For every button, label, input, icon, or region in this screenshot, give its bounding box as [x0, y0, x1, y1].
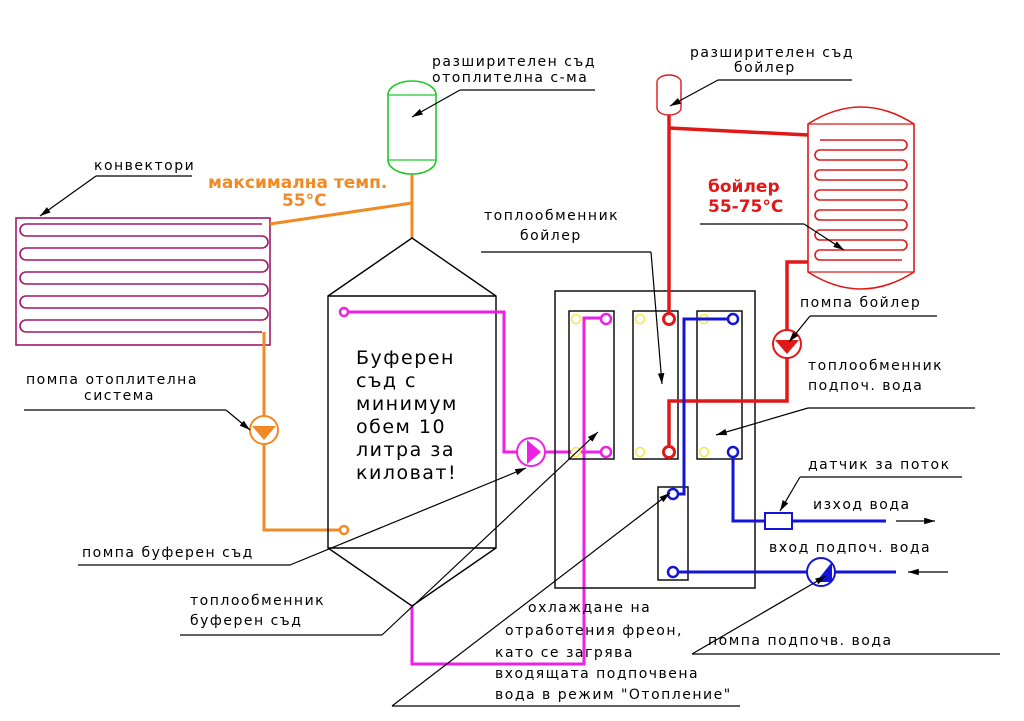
heating-pump-label-1: помпа отоплителна: [26, 372, 198, 388]
freon-subcooler: [657, 486, 689, 581]
hx-buffer-label-1: топлообменник: [190, 593, 325, 609]
unused-ports: [570, 313, 710, 458]
makeup-water-pump[interactable]: [806, 557, 836, 587]
heating-expansion-callout: разширителен съд отоплителна с-ма: [411, 54, 596, 118]
hx-makeup-label-2: подпоч. вода: [808, 378, 923, 394]
boiler-expansion-label-1: разширителен съд: [690, 45, 854, 61]
svg-text:охлаждане на: охлаждане на: [528, 600, 651, 616]
boiler-temperature: 55-75°C: [708, 197, 783, 217]
convector-body: [15, 217, 271, 346]
boiler-title: бойлер: [708, 177, 780, 197]
boiler-expansion-label-2: бойлер: [734, 60, 796, 76]
boiler-coil: [814, 139, 908, 261]
svg-text:като се загрява: като се загрява: [495, 645, 634, 661]
makeup-in-label: вход подпоч. вода: [769, 540, 931, 556]
hx-makeup-water: [696, 310, 743, 460]
heating-expansion-label-2: отоплителна с-ма: [432, 70, 588, 86]
buffer-tank-text: Буферен съд с минимум обем 10 литра за к…: [356, 347, 458, 484]
heating-expansion-vessel: [387, 80, 437, 175]
buffer-return-port: [338, 524, 350, 536]
svg-text:литра за: литра за: [356, 439, 455, 461]
buffer-pump[interactable]: [516, 437, 546, 467]
heating-expansion-label-1: разширителен съд: [432, 54, 596, 70]
max-temp-label: максимална темп.: [208, 173, 387, 193]
boiler-tank: [807, 106, 915, 290]
pump-triangle-icon: [527, 440, 541, 464]
boiler-pump-label: помпа бойлер: [800, 295, 921, 311]
flow-arrows: [896, 517, 948, 576]
hx-buffer-callout: топлообменник буферен съд: [180, 431, 599, 636]
svg-text:съд с: съд с: [356, 370, 417, 392]
boiler-title-callout: [700, 223, 845, 251]
hx-makeup-callout: топлообменник подпоч. вода: [715, 358, 975, 436]
convector-coil: [19, 223, 269, 333]
makeup-pump-label: помпа подпочв. вода: [708, 633, 893, 649]
svg-text:минимум: минимум: [356, 393, 458, 415]
max-temp-value: 55°C: [282, 191, 327, 211]
flow-sensor-callout: датчик за поток: [779, 457, 962, 512]
buffer-tank: [327, 237, 497, 607]
makeup-water-circuit: [666, 312, 896, 579]
boiler-expansion-vessel: [656, 74, 682, 116]
hx-boiler-label-2: бойлер: [520, 228, 582, 244]
convectors-label: конвектори: [94, 158, 195, 174]
hx-buffer-ports: [599, 312, 613, 459]
heating-pump-callout: помпа отоплителна система: [24, 372, 251, 431]
heating-pump-label-2: система: [84, 388, 155, 404]
boiler-circuit: [662, 112, 809, 459]
hx-makeup-label-1: топлообменник: [808, 358, 943, 374]
pump-triangle-icon: [252, 426, 276, 440]
svg-text:обем 10: обем 10: [356, 416, 446, 438]
svg-text:отработения фреон,: отработения фреон,: [505, 623, 683, 639]
hx-boiler-label-1: топлообменник: [484, 208, 619, 224]
convector: [15, 217, 271, 346]
heating-circuit: [262, 168, 414, 536]
boiler-expansion-callout: разширителен съд бойлер: [669, 45, 854, 107]
svg-text:Буферен: Буферен: [356, 347, 455, 369]
heating-pump[interactable]: [249, 415, 279, 445]
svg-text:вода в режим "Отопление": вода в режим "Отопление": [495, 687, 732, 703]
freon-note-callout: [391, 492, 740, 707]
hx-buffer-label-2: буферен съд: [190, 613, 302, 629]
boiler-pump[interactable]: [772, 329, 802, 359]
buffer-pump-callout: помпа буферен съд: [78, 467, 527, 566]
pump-triangle-icon: [775, 340, 799, 354]
makeup-pump-callout: помпа подпочв. вода: [691, 575, 1000, 655]
flow-sensor: [764, 512, 793, 530]
hx-boiler: [632, 310, 679, 460]
boiler-pump-callout: помпа бойлер: [788, 295, 937, 343]
hx-boiler-callout: топлообменник бойлер: [481, 208, 665, 385]
freon-note: охлаждане на отработения фреон, като се …: [495, 600, 732, 703]
svg-text:входящата подпочвена: входящата подпочвена: [495, 666, 699, 682]
svg-text:киловат!: киловат!: [356, 462, 457, 484]
buffer-pump-label: помпа буферен съд: [82, 545, 254, 561]
water-out-label: изход вода: [813, 497, 911, 513]
flow-sensor-label: датчик за поток: [808, 457, 951, 473]
convectors-callout: конвектори: [39, 158, 195, 217]
hx-buffer: [568, 310, 615, 460]
